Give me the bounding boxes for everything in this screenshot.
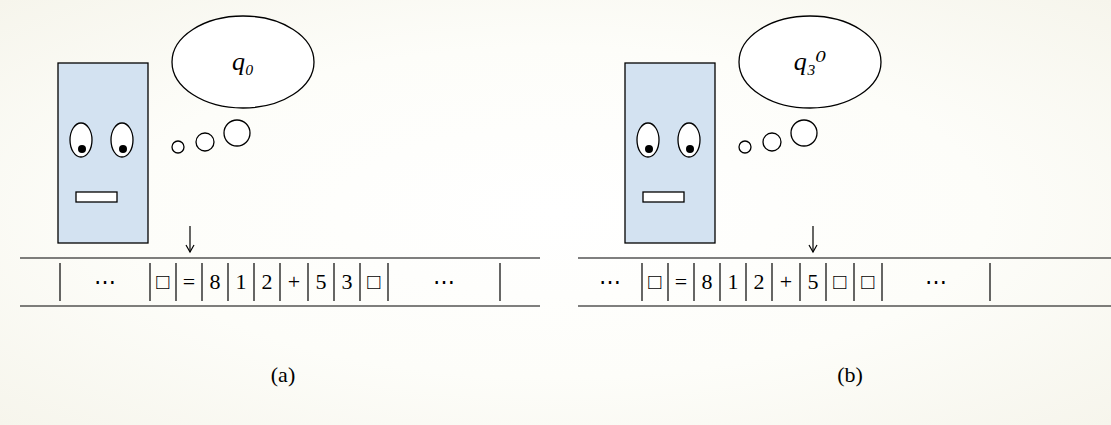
- tape-symbol: □: [833, 271, 846, 293]
- thought-dots: [739, 120, 817, 153]
- tape-symbol: ⋯: [925, 271, 947, 293]
- tape-symbol: 1: [728, 271, 739, 293]
- tape-symbol: □: [156, 271, 169, 293]
- tape-symbol: □: [648, 271, 661, 293]
- tape-symbol: □: [367, 271, 380, 293]
- head-arrow: [189, 226, 190, 252]
- tape-symbol: ⋯: [599, 271, 621, 293]
- tape-symbol: □: [861, 271, 874, 293]
- robot-head: [625, 63, 715, 243]
- tape-symbol: 8: [702, 271, 713, 293]
- tape-symbol: =: [183, 271, 195, 293]
- tape: [578, 258, 1111, 306]
- panel-caption: (a): [271, 364, 295, 386]
- thought-bubble: q₀: [171, 15, 315, 109]
- tape-symbol: 5: [316, 271, 327, 293]
- tape-symbol: ⋯: [94, 271, 116, 293]
- state-label: q₃⁰: [794, 49, 826, 75]
- tape-symbol: 3: [342, 271, 353, 293]
- thought-dots: [172, 120, 250, 153]
- tape-symbol: 8: [210, 271, 221, 293]
- tape-symbol: ⋯: [433, 271, 455, 293]
- tape-symbol: +: [780, 271, 792, 293]
- panel-caption: (b): [837, 364, 863, 386]
- tape-symbol: +: [288, 271, 300, 293]
- thought-bubble: q₃⁰: [738, 15, 882, 109]
- tape: [20, 258, 540, 306]
- state-label: q₀: [232, 49, 254, 75]
- tape-symbol: 2: [754, 271, 765, 293]
- tape-symbol: 1: [236, 271, 247, 293]
- head-arrow: [812, 226, 813, 252]
- robot-head: [58, 63, 148, 243]
- tape-symbol: 2: [262, 271, 273, 293]
- tape-symbol: 5: [808, 271, 819, 293]
- tape-symbol: =: [675, 271, 687, 293]
